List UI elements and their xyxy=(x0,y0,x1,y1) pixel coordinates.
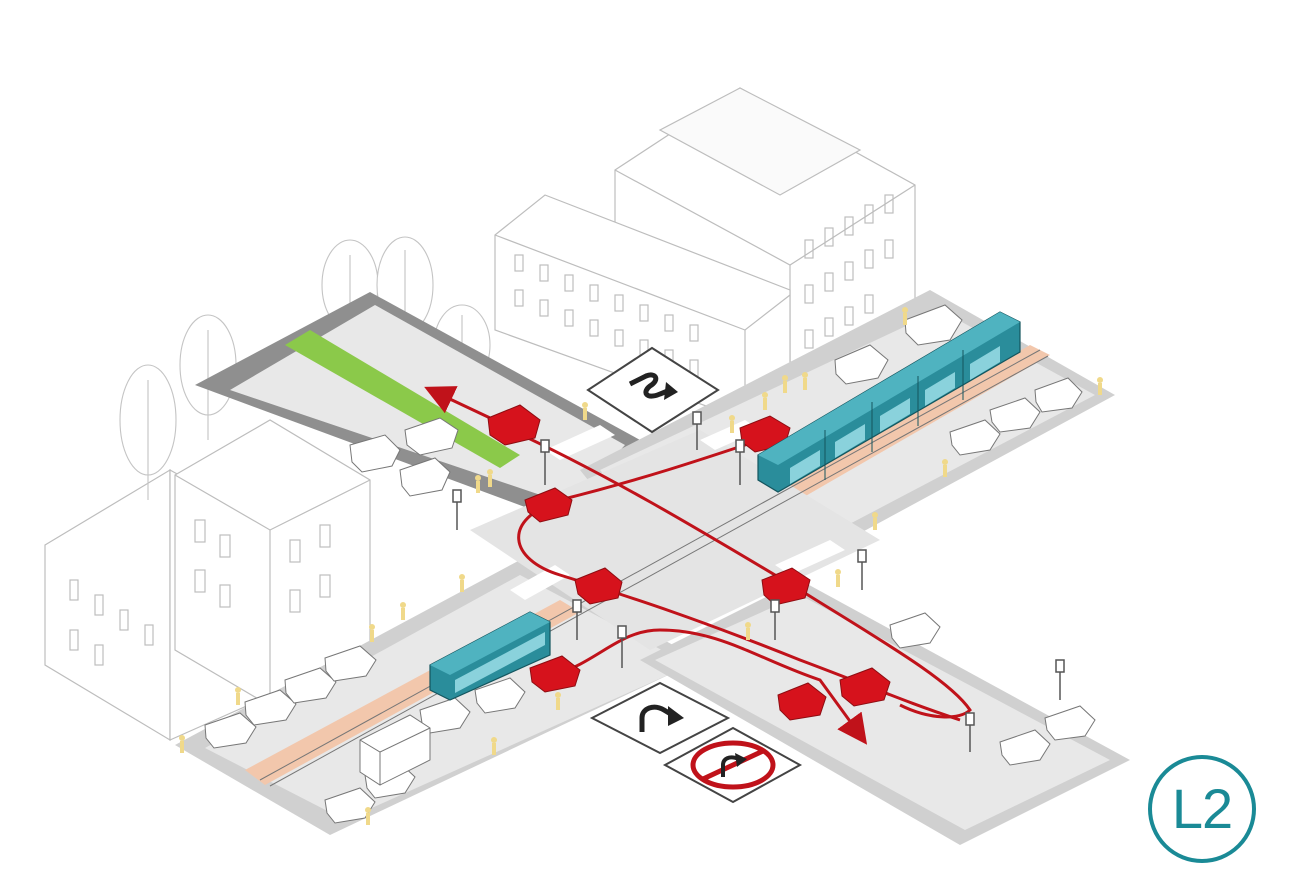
figure-label-badge: L2 xyxy=(1148,755,1256,863)
figure-label-text: L2 xyxy=(1172,781,1232,837)
